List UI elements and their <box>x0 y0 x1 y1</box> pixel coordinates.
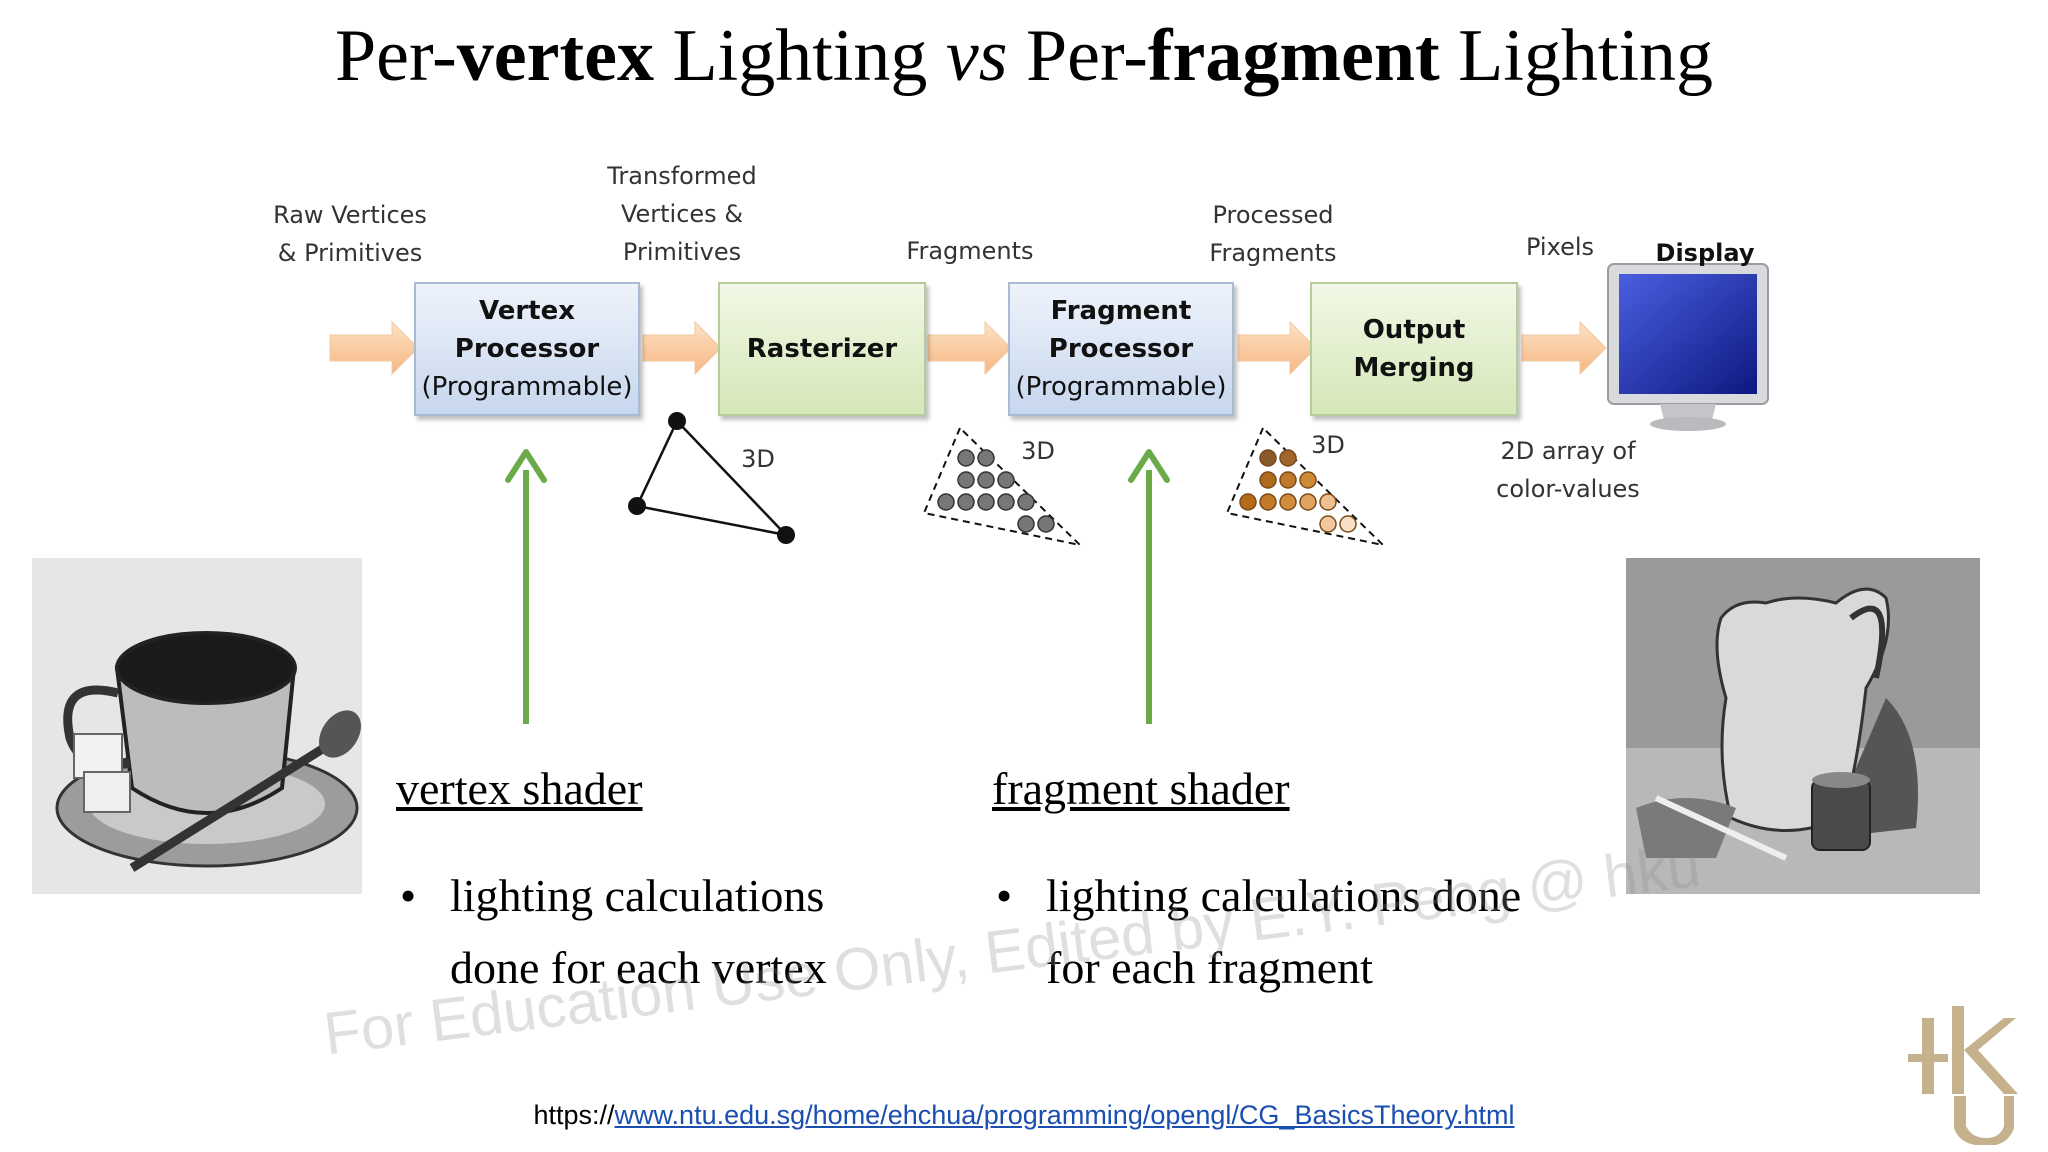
vertex-processor-box: Vertex Processor (Programmable) <box>414 282 640 416</box>
vertex-processor-line1: Vertex <box>479 296 575 326</box>
title-part4: Lighting <box>1439 15 1714 97</box>
hku-logo-icon <box>1908 1006 2018 1145</box>
flow-arrow-3 <box>927 320 1012 376</box>
fragment-shader-bullet: • lighting calculations done for each fr… <box>996 860 1522 1004</box>
label-array-line2: color-values <box>1496 475 1640 503</box>
coffee-cup-sketch-image <box>32 558 362 894</box>
flow-arrow-5 <box>1521 320 1607 376</box>
label-raw-line1: Raw Vertices <box>273 201 427 229</box>
label-3d-processed: 3D <box>1311 431 1345 459</box>
title-bold-vertex: vertex <box>456 15 654 97</box>
display-monitor-icon <box>1607 263 1769 431</box>
vertex-processor-line3: (Programmable) <box>421 372 633 402</box>
fragment-processor-line3: (Programmable) <box>1015 372 1227 402</box>
label-transformed-line3: Primitives <box>622 238 742 266</box>
title-bold-fragment: fragment <box>1147 15 1440 97</box>
label-transformed-line1: Transformed <box>607 162 757 190</box>
vertex-shader-bullet: • lighting calculations done for each ve… <box>400 860 827 1004</box>
vertex-processor-line2: Processor <box>454 334 600 364</box>
flow-arrow-2 <box>642 320 722 376</box>
title-part3: Per- <box>1007 15 1148 97</box>
label-raw-vertices: Raw Vertices & Primitives <box>260 196 440 272</box>
rasterizer-box: Rasterizer <box>718 282 926 416</box>
vertex-shader-heading: vertex shader <box>396 763 643 814</box>
rasterizer-label: Rasterizer <box>746 334 898 364</box>
bullet-dot: • <box>996 870 1013 921</box>
fragment-processor-box: Fragment Processor (Programmable) <box>1008 282 1234 416</box>
source-link[interactable]: www.ntu.edu.sg/home/ehchua/programming/o… <box>614 1100 1515 1130</box>
label-fragments: Fragments <box>906 237 1034 265</box>
flow-arrow-1 <box>329 320 419 376</box>
fragments-triangle <box>922 426 1084 547</box>
source-prefix: https:// <box>533 1100 615 1130</box>
vertex-bullet-line2: done for each vertex <box>450 942 827 993</box>
label-raw-line2: & Primitives <box>277 239 423 267</box>
label-3d-fragments: 3D <box>1021 437 1055 465</box>
output-merging-line1: Output <box>1362 315 1466 345</box>
title-italic-vs: vs <box>945 15 1008 97</box>
vertex-bullet-line1: lighting calculations <box>450 870 825 921</box>
label-transformed-line2: Vertices & <box>620 200 744 228</box>
bullet-dot: • <box>400 870 417 921</box>
fragment-shader-arrow <box>1128 449 1170 724</box>
fragment-shader-heading: fragment shader <box>992 763 1290 814</box>
label-processed-line2: Fragments <box>1209 239 1337 267</box>
fragment-bullet-line2: for each fragment <box>1046 942 1373 993</box>
label-transformed: Transformed Vertices & Primitives <box>582 157 782 271</box>
label-display: Display <box>1655 239 1755 267</box>
processed-fragments-triangle <box>1225 426 1387 547</box>
source-citation: https://www.ntu.edu.sg/home/ehchua/progr… <box>0 1100 2048 1131</box>
output-merging-line2: Merging <box>1353 353 1475 383</box>
title-part2: Lighting <box>653 15 946 97</box>
label-processed-line1: Processed <box>1212 201 1334 229</box>
flow-arrow-4 <box>1237 320 1317 376</box>
label-pixels: Pixels <box>1525 233 1594 261</box>
fragment-processor-line2: Processor <box>1048 334 1194 364</box>
label-2d-array: 2D array of color-values <box>1468 432 1668 508</box>
label-array-line1: 2D array of <box>1500 437 1636 465</box>
slide-title: Per-vertex Lighting vs Per-fragment Ligh… <box>0 14 2048 99</box>
output-merging-box: Output Merging <box>1310 282 1518 416</box>
vertex-triangle <box>628 412 795 544</box>
vertex-shader-arrow <box>505 449 547 724</box>
fragment-processor-line1: Fragment <box>1050 296 1192 326</box>
still-life-sketch-image <box>1626 558 1980 894</box>
title-part1: Per- <box>334 15 457 97</box>
label-processed-fragments: Processed Fragments <box>1183 196 1363 272</box>
fragment-bullet-line1: lighting calculations done <box>1046 870 1522 921</box>
label-3d-vertices: 3D <box>741 445 775 473</box>
